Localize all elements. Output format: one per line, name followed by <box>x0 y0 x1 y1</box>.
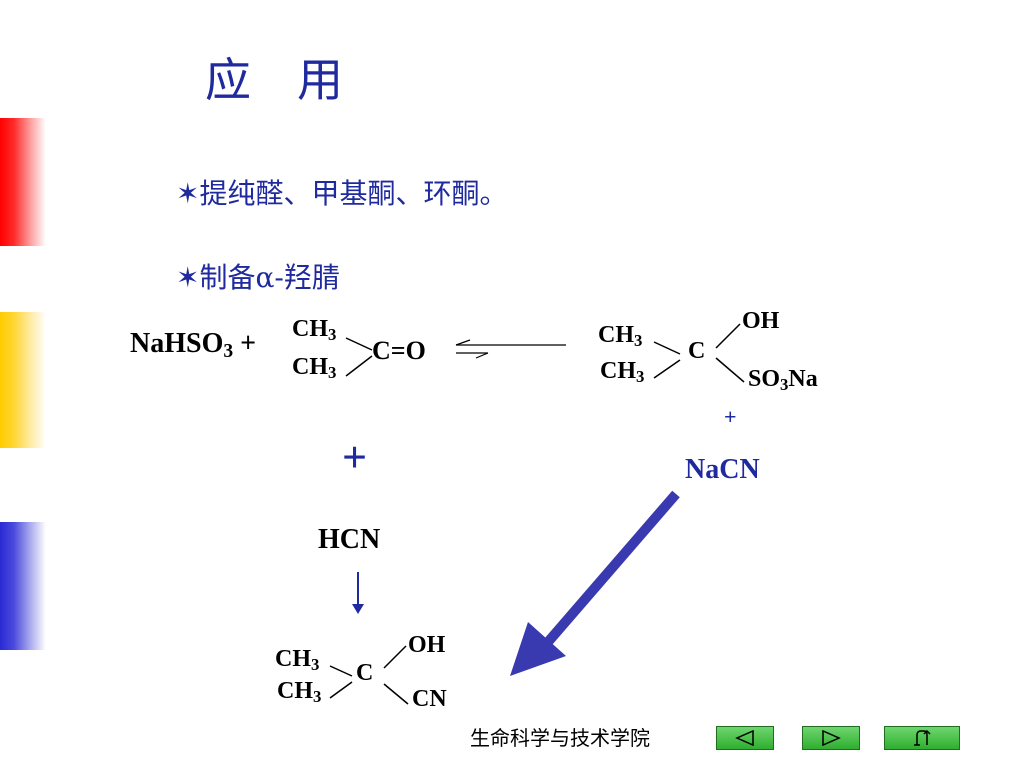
acetone-ch3-bottom: CH3 <box>292 354 337 383</box>
equilibrium-arrowhead-back <box>475 352 489 359</box>
bullet-purify: ✶提纯醛、甲基酮、环酮。 <box>176 177 508 210</box>
product-cn: CN <box>412 686 447 712</box>
product-oh: OH <box>408 632 446 658</box>
adduct-so3na: SO3Na <box>748 366 818 395</box>
bond-product-ch3-bottom <box>329 681 353 699</box>
adduct-carbon: C <box>688 338 706 364</box>
arrowhead-hcn-down <box>352 604 364 614</box>
adduct-oh: OH <box>742 308 780 334</box>
adduct-ch3-top: CH3 <box>598 322 643 351</box>
bond-adduct-oh <box>715 323 741 349</box>
decor-bar-red <box>0 118 46 246</box>
prev-slide-button[interactable] <box>716 726 774 750</box>
bond-adduct-so3na <box>715 357 745 383</box>
slide-title: 应 用 <box>205 53 343 107</box>
decor-bar-yellow <box>0 312 46 448</box>
bond-product-oh <box>383 645 407 669</box>
reagent-nahso3: NaHSO3 + <box>130 328 257 362</box>
bond-adduct-ch3-top <box>653 341 681 355</box>
arrowhead-nacn-diagonal <box>510 622 566 676</box>
nacn-label: NaCN <box>685 454 760 485</box>
acetone-carbonyl: C=O <box>372 336 426 365</box>
next-slide-button[interactable] <box>802 726 860 750</box>
bond-product-ch3-top <box>329 665 353 677</box>
big-plus: + <box>342 433 368 482</box>
bond-acetone-top <box>345 337 373 351</box>
product-ch3-bottom: CH3 <box>277 678 322 707</box>
decor-bar-blue <box>0 522 46 650</box>
triangle-right-icon <box>822 730 841 746</box>
equilibrium-arrowhead-forward <box>455 339 471 346</box>
hcn-label: HCN <box>318 524 381 555</box>
acetone-ch3-top: CH3 <box>292 316 337 345</box>
bond-product-cn <box>383 683 409 705</box>
bullet-prepare-cyanohydrin: ✶制备α-羟腈 <box>176 261 340 294</box>
arrow-nacn-diagonal <box>544 490 680 646</box>
product-ch3-top: CH3 <box>275 646 320 675</box>
adduct-ch3-bottom: CH3 <box>600 358 645 387</box>
product-carbon: C <box>356 660 374 686</box>
small-plus: + <box>724 404 737 429</box>
return-arrow-icon <box>914 729 931 746</box>
bond-adduct-ch3-bottom <box>653 359 681 379</box>
triangle-left-icon <box>735 730 754 746</box>
return-button[interactable] <box>884 726 960 750</box>
footer-institute: 生命科学与技术学院 <box>470 726 650 750</box>
bond-acetone-bottom <box>345 355 373 377</box>
